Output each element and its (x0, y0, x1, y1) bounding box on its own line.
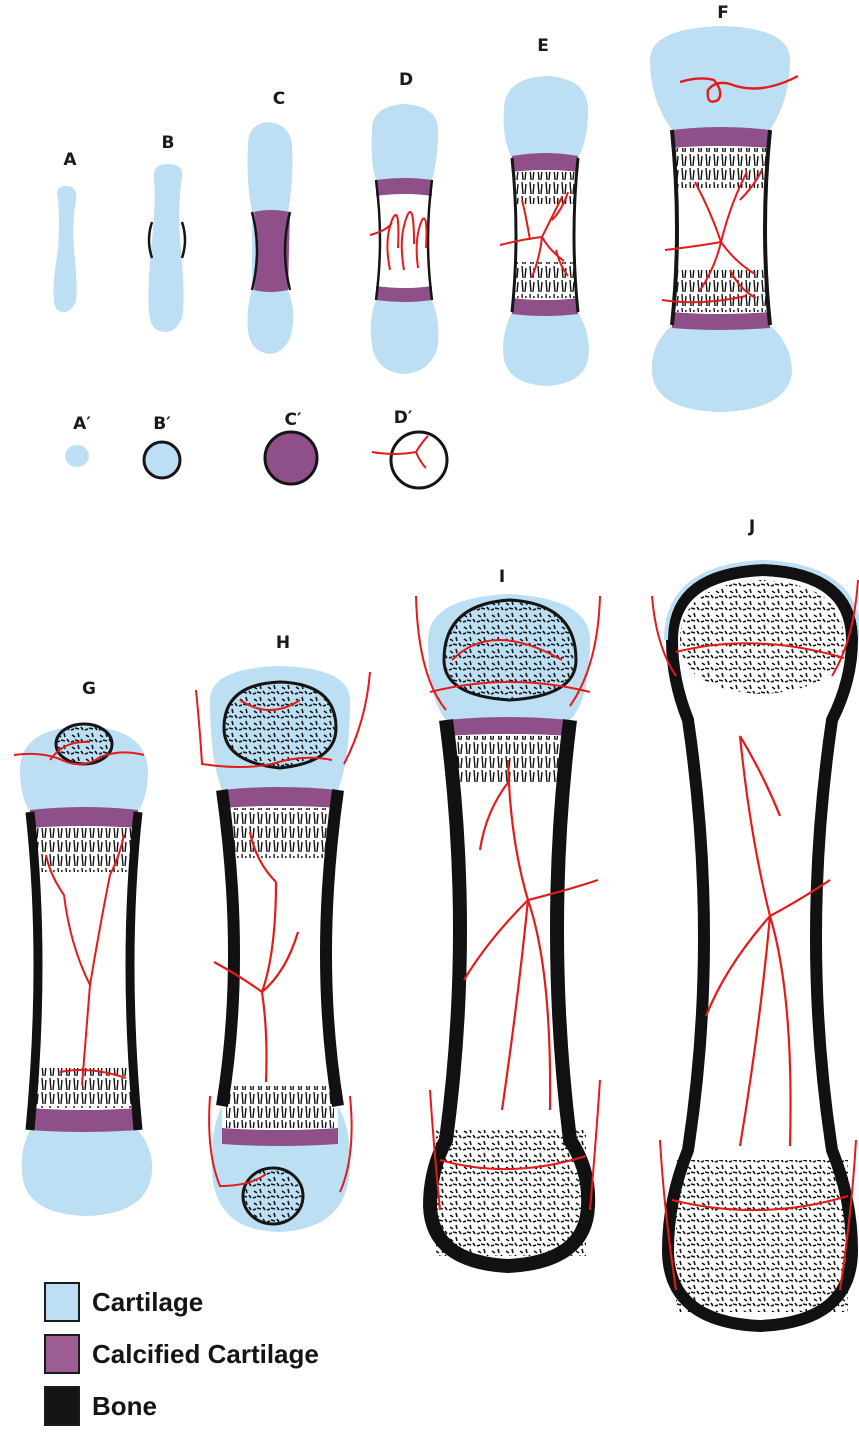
stage-i-bone (416, 594, 600, 1272)
cross-section-c (265, 432, 317, 484)
cross-section-a (65, 445, 89, 467)
legend-item-calcified-cartilage: Calcified Cartilage (44, 1334, 319, 1374)
stage-label-i: I (499, 567, 505, 587)
legend-label-cartilage: Cartilage (92, 1287, 203, 1318)
stage-label-b: B (162, 133, 175, 153)
cartilage-swatch (44, 1282, 80, 1322)
legend-item-cartilage: Cartilage (44, 1282, 203, 1322)
stage-d-cartilage-model (370, 104, 438, 374)
stage-h-bone (196, 666, 370, 1232)
cross-section-b (144, 442, 180, 478)
stage-b-cartilage-model (148, 164, 185, 332)
calcified-cartilage-swatch (44, 1334, 80, 1374)
stage-label-h: H (276, 633, 290, 653)
cross-section-d (372, 432, 447, 488)
cross-section-label-b: B′ (153, 414, 170, 434)
legend-label-bone: Bone (92, 1391, 157, 1422)
stage-label-g: G (82, 679, 96, 699)
stage-j-bone (652, 562, 859, 1326)
stage-label-j: J (749, 517, 755, 537)
bone-swatch (44, 1386, 80, 1426)
cross-section-label-d: D′ (394, 408, 413, 428)
stage-c-cartilage-model (248, 122, 294, 354)
stage-e-cartilage-model (500, 76, 589, 386)
stage-label-c: C (273, 89, 285, 109)
legend-label-calcified-cartilage: Calcified Cartilage (92, 1339, 319, 1370)
stage-label-f: F (717, 3, 729, 23)
stage-a-cartilage-model (54, 186, 77, 312)
legend-item-bone: Bone (44, 1386, 157, 1426)
stage-label-d: D (399, 70, 413, 90)
stage-g-bone (14, 724, 152, 1216)
stage-label-e: E (537, 36, 549, 56)
cross-section-label-c: C′ (285, 410, 302, 430)
stage-f-cartilage-model (650, 26, 798, 412)
stage-label-a: A (63, 150, 76, 170)
cross-section-label-a: A′ (73, 414, 91, 434)
